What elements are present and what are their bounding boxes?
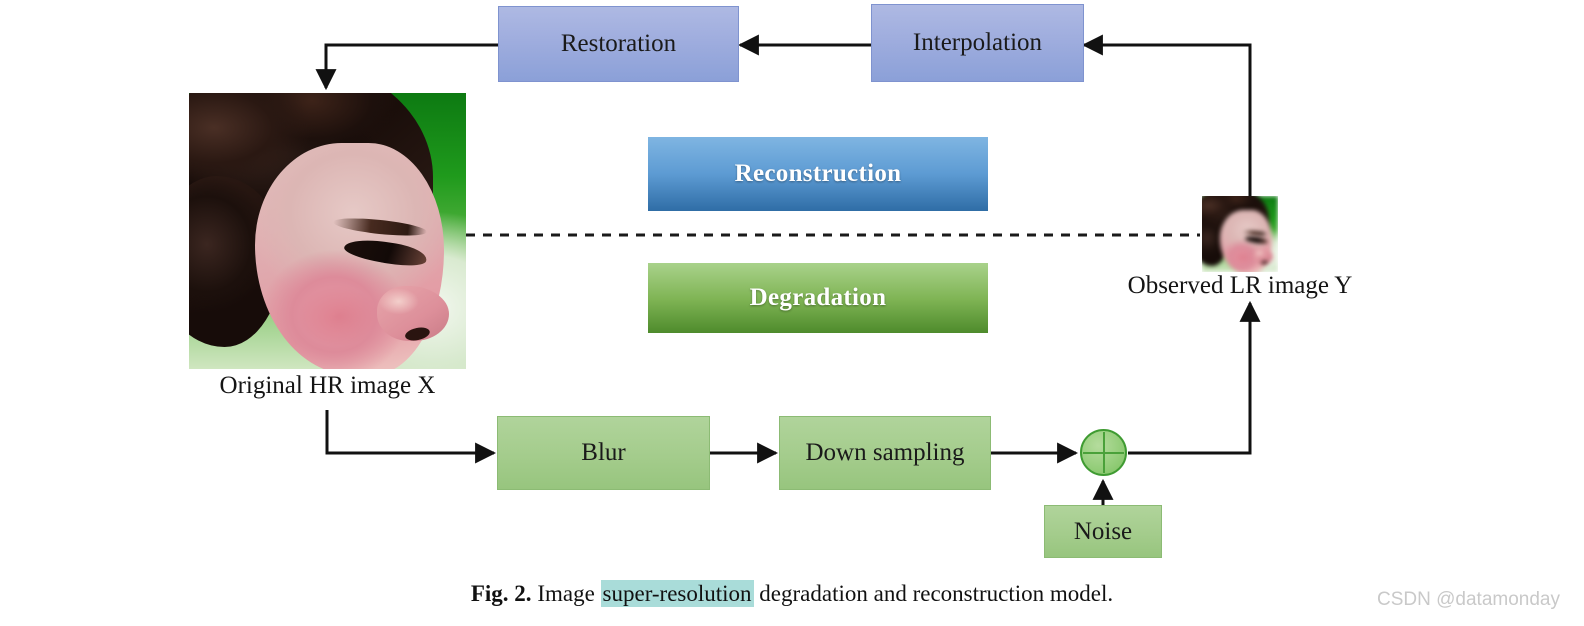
node-down-sampling[interactable]: Down sampling [779,416,991,490]
wire-lr-to-interpolation [1081,34,1252,196]
band-reconstruction-label: Reconstruction [734,160,902,187]
image-original-hr[interactable] [189,93,466,369]
node-interpolation-label: Interpolation [912,29,1043,56]
figure-caption: Fig. 2. Image super-resolution degradati… [0,580,1584,607]
label-observed-lr: Observed LR image Y [1127,272,1353,299]
label-original-hr: Original HR image X [219,372,436,399]
lr-cheek [1227,246,1259,269]
node-blur-label: Blur [581,439,626,466]
wire-sum-to-lr [1128,300,1261,455]
wire-restoration-to-hr [315,43,498,91]
node-down-sampling-label: Down sampling [805,439,965,466]
band-degradation[interactable]: Degradation [648,263,988,333]
watermark-text: CSDN @datamonday [1377,589,1560,610]
node-restoration[interactable]: Restoration [498,6,739,82]
image-observed-lr[interactable] [1202,196,1278,272]
band-degradation-label: Degradation [749,284,887,311]
figure-caption-highlight: super-resolution [600,580,754,607]
band-reconstruction[interactable]: Reconstruction [648,137,988,211]
figure-caption-part1: Image [537,581,595,606]
figure-number: Fig. 2. [470,581,532,606]
node-interpolation[interactable]: Interpolation [871,4,1084,82]
node-noise-label: Noise [1073,517,1133,545]
hr-cheek [283,275,394,358]
node-restoration-label: Restoration [560,30,677,57]
figure-caption-part2: degradation and reconstruction model. [759,581,1114,606]
wire-hr-to-blur [325,410,497,464]
node-blur[interactable]: Blur [497,416,710,490]
summation-node[interactable] [1080,429,1127,476]
lr-nose [1253,249,1274,265]
node-noise[interactable]: Noise [1044,505,1162,558]
